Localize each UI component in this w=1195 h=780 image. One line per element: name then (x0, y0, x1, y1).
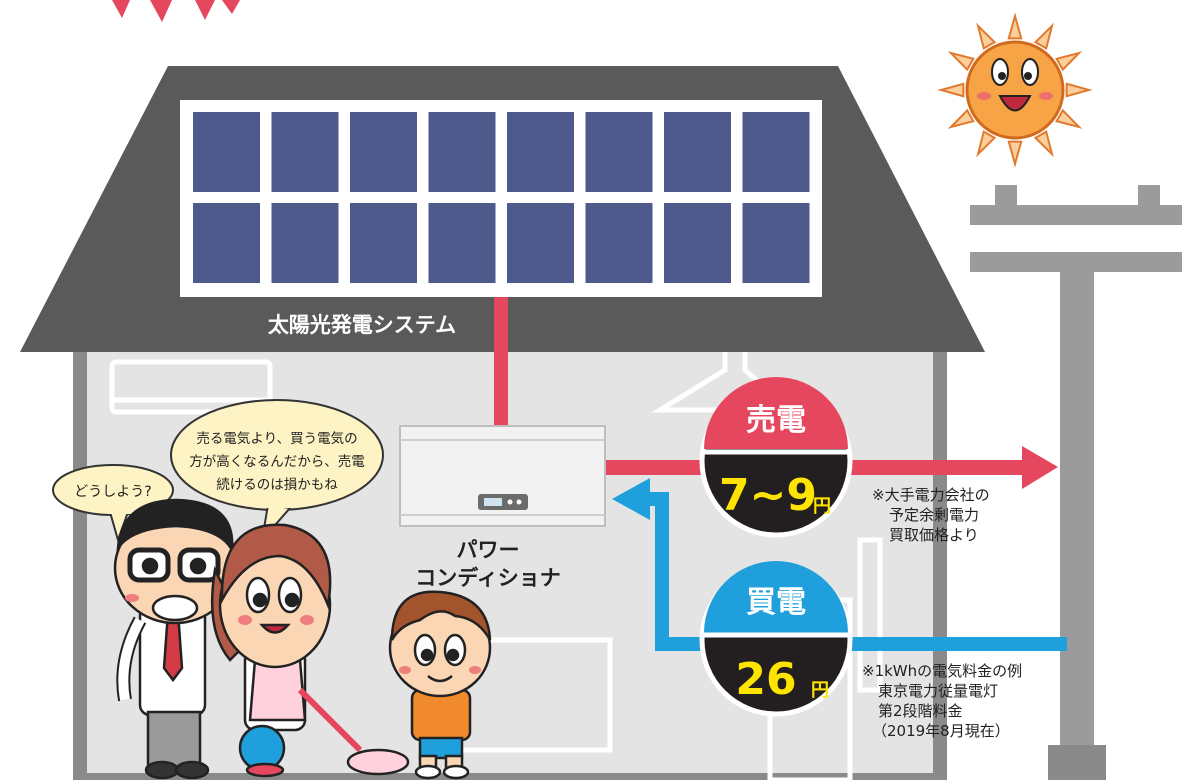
buy-badge: 買電 26 円 (699, 561, 853, 717)
mother-speech-bubble: 売る電気より、買う電気の 方が高くなるんだから、売電 続けるのは損かもね (170, 399, 384, 544)
solar-system-label: 太陽光発電システム (268, 313, 456, 337)
solar-cell (742, 112, 810, 192)
solar-cell (664, 112, 731, 192)
sun-ray (947, 51, 975, 72)
mother-character (210, 523, 410, 778)
buy-unit: 円 (811, 680, 829, 701)
sell-note-line-3: 買取価格より (889, 526, 979, 544)
solar-cell (507, 112, 574, 192)
buy-note: ※1kWhの電気料金の例 東京電力従量電灯 第2段階料金 （2019年8月現在） (862, 662, 1022, 740)
solar-cell (585, 203, 653, 283)
solar-cell (585, 112, 653, 192)
sun-ray (1007, 12, 1023, 40)
panel-to-conditioner-wire (494, 297, 508, 427)
mother-speech-line-1: 売る電気より、買う電気の (196, 431, 357, 447)
sun-ray (1055, 51, 1083, 72)
sun-ray (976, 130, 997, 158)
solar-cell (664, 203, 731, 283)
sell-note-line-1: ※大手電力会社の (872, 486, 990, 504)
father-speech-bubble: どうしよう? (52, 464, 174, 544)
buy-price: 26 (735, 654, 796, 705)
solar-cells (193, 112, 810, 283)
sun-ray (976, 22, 997, 50)
mother-speech-line-2: 方が高くなるんだから、売電 (189, 453, 365, 470)
sun-ray (947, 108, 975, 129)
solar-cell (428, 203, 496, 283)
sell-note: ※大手電力会社の 予定余剰電力 買取価格より (872, 486, 990, 544)
buy-note-line-2: 東京電力従量電灯 (878, 682, 998, 700)
solar-cell (428, 112, 496, 192)
sun-ray (1007, 140, 1023, 168)
father-speech-text: どうしよう? (74, 484, 151, 500)
sun-character (937, 12, 1093, 168)
sell-title: 売電 (746, 403, 806, 438)
utility-pole (970, 185, 1182, 780)
solar-cell (193, 112, 260, 192)
sun-ray (1055, 108, 1083, 129)
buy-note-line-4: （2019年8月現在） (872, 722, 1010, 740)
burst-marks (112, 0, 240, 22)
power-conditioner-label-2: コンディショナ (415, 566, 561, 590)
sell-badge: 売電 7~9 円 (699, 377, 853, 538)
sell-unit: 円 (813, 496, 831, 517)
mother-speech-line-3: 続けるのは損かもね (216, 477, 338, 493)
father-character (113, 498, 237, 780)
boy-character (388, 590, 492, 780)
power-conditioner (399, 425, 606, 527)
solar-cell (271, 203, 339, 283)
solar-cell (350, 203, 417, 283)
buy-title: 買電 (746, 585, 806, 620)
solar-cell (742, 203, 810, 283)
sun-ray (937, 82, 965, 98)
sell-price: 7~9 (719, 470, 817, 521)
sell-note-line-2: 予定余剰電力 (889, 506, 979, 524)
solar-cell (350, 112, 417, 192)
power-conditioner-label-1: パワー (457, 538, 520, 562)
solar-cell (507, 203, 574, 283)
sun-ray (1065, 82, 1093, 98)
solar-cell (271, 112, 339, 192)
buy-note-line-1: ※1kWhの電気料金の例 (862, 662, 1022, 680)
buy-note-line-3: 第2段階料金 (878, 702, 963, 720)
sun-ray (1033, 130, 1054, 158)
sun-ray (1033, 22, 1054, 50)
solar-cell (193, 203, 260, 283)
